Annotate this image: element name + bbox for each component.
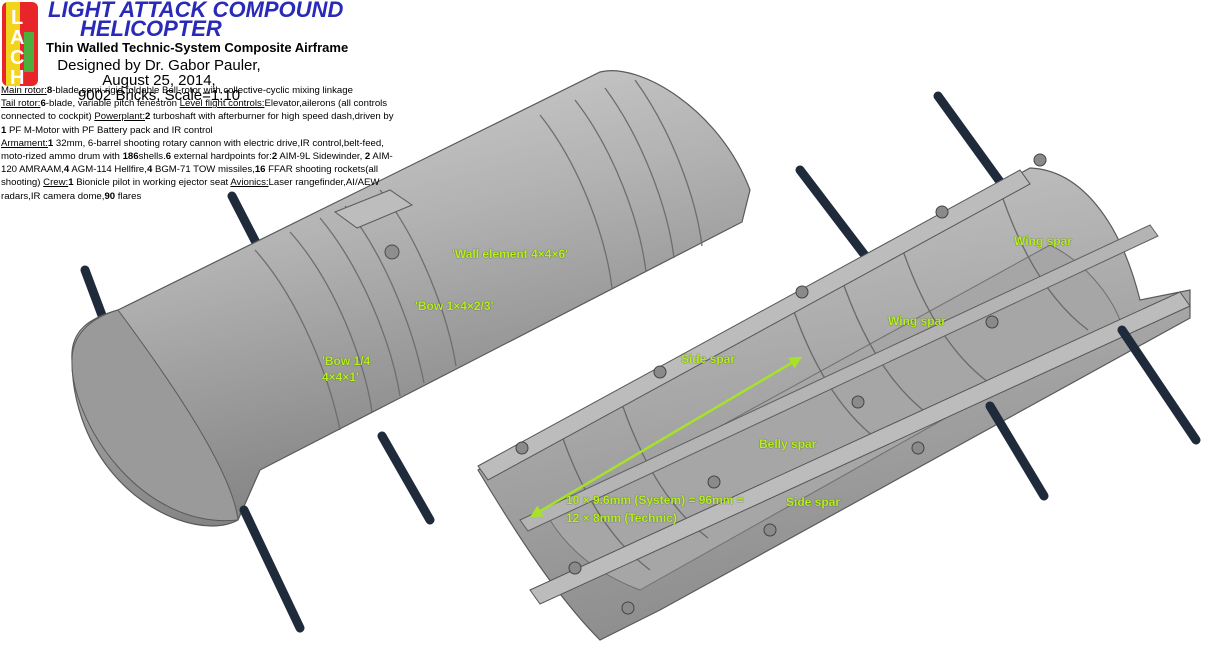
armament-text-h: FFAR shooting rockets(all shooting) bbox=[1, 164, 378, 189]
tail-rotor-count: 6 bbox=[40, 98, 46, 110]
armament-ffar: 16 bbox=[254, 164, 266, 176]
armament-text-g: BGM-71 TOW missiles, bbox=[152, 164, 255, 176]
armament-aim120: 2 bbox=[364, 151, 371, 163]
powerplant-motor-count: 1 bbox=[1, 124, 7, 136]
open-trough-assembly bbox=[477, 91, 1201, 641]
technic-axle bbox=[239, 505, 305, 633]
label-wing-spar-mid: Wing spar bbox=[888, 314, 946, 328]
spec-paragraph: Main rotor:8-blade,semi-rigid,foldable B… bbox=[1, 84, 401, 203]
powerplant-text-b: PF M-Motor with PF Battery pack and IR c… bbox=[6, 124, 213, 136]
main-rotor-text: -blade,semi-rigid,foldable Bell-rotor wi… bbox=[52, 85, 353, 96]
main-rotor-label: Main rotor: bbox=[1, 85, 47, 96]
powerplant-count: 2 bbox=[145, 111, 151, 123]
label-wing-spar-top: Wing spar bbox=[1014, 234, 1072, 248]
title-line-1: LIGHT ATTACK COMPOUND bbox=[48, 0, 344, 22]
technic-axle bbox=[933, 91, 1011, 195]
label-belly-spar: Belly spar bbox=[759, 437, 817, 451]
closed-tube-assembly bbox=[71, 70, 751, 633]
technic-axle bbox=[985, 401, 1049, 501]
bow-collar bbox=[333, 189, 414, 229]
powerplant-text-a: turboshaft with afterburner for high spe… bbox=[150, 111, 394, 123]
tail-rotor-label: Tail rotor: bbox=[1, 98, 41, 110]
armament-aim9: 2 bbox=[271, 151, 278, 163]
svg-text:A: A bbox=[10, 27, 24, 49]
pin-hole bbox=[384, 244, 400, 260]
main-rotor-count: 8 bbox=[46, 85, 53, 96]
armament-count: 1 bbox=[47, 137, 54, 149]
armament-text-a: 32mm, 6-barrel shooting rotary cannon wi… bbox=[1, 137, 384, 163]
title-line-2: HELICOPTER bbox=[80, 16, 222, 41]
technic-axle bbox=[1117, 325, 1201, 445]
label-bow-quarter-line1: 'Bow 1/4 bbox=[322, 354, 371, 368]
armament-label: Armament: bbox=[1, 137, 48, 149]
avionics-text: Laser rangefinder,AI/AEW radars,IR camer… bbox=[1, 177, 380, 202]
crew-count: 1 bbox=[68, 177, 74, 189]
powerplant-label: Powerplant: bbox=[94, 111, 145, 123]
armament-text-d: AIM-9L Sidewinder, bbox=[277, 151, 365, 163]
level-flight-label: Level flight controls: bbox=[179, 98, 265, 110]
subtitle: Thin Walled Technic-System Composite Air… bbox=[46, 40, 349, 55]
dimension-arrow bbox=[529, 356, 803, 518]
avionics-label: Avionics: bbox=[230, 177, 269, 189]
label-dimension-line1: 10 × 9.6mm (System) = 96mm = bbox=[566, 493, 744, 507]
label-side-spar-bottom: Side spar bbox=[786, 495, 841, 509]
side-spar-bottom bbox=[529, 291, 1191, 605]
armament-text-c: external hardpoints for: bbox=[171, 151, 272, 163]
designer-line-1: Designed by Dr. Gabor Pauler, August 25,… bbox=[57, 57, 261, 89]
armament-bgm71: 4 bbox=[146, 164, 153, 176]
bow-end-cap bbox=[71, 309, 239, 522]
armament-text-e: AIM-120 AMRAAM, bbox=[1, 151, 393, 176]
level-flight-text: Elevator,ailerons (all controls connecte… bbox=[1, 98, 388, 123]
designer-line-2: 9002 Bricks, Scale=1:10 bbox=[77, 87, 241, 104]
svg-text:H: H bbox=[10, 67, 24, 86]
label-side-spar-top: Side spar bbox=[681, 352, 736, 366]
label-dimension-line2: 12 × 8mm (Technic) bbox=[566, 511, 677, 525]
label-wall-element: 'Wall element 4×4×6' bbox=[452, 247, 568, 261]
tail-rotor-text: -blade, variable pitch fenestron bbox=[45, 98, 180, 110]
armament-text-f: AGM-114 Hellfire, bbox=[69, 164, 147, 176]
armament-shells: 186 bbox=[122, 151, 139, 163]
designer-credit: Designed by Dr. Gabor Pauler, August 25,… bbox=[48, 58, 270, 103]
svg-text:C: C bbox=[10, 47, 24, 69]
armament-hardpoints: 6 bbox=[165, 151, 172, 163]
avionics-text-b: flares bbox=[115, 190, 142, 202]
armament-text-b: shells. bbox=[138, 151, 166, 163]
svg-text:L: L bbox=[11, 7, 23, 29]
avionics-flares: 90 bbox=[104, 190, 116, 202]
label-bow-quarter-line2: 4×4×1' bbox=[322, 370, 359, 384]
lach-logo: L A C H bbox=[2, 2, 38, 86]
label-bow-1x4: 'Bow 1×4×2/3' bbox=[415, 299, 494, 313]
crew-text: Bionicle pilot in working ejector seat bbox=[73, 177, 231, 189]
crew-label: Crew: bbox=[43, 177, 69, 189]
technic-axle bbox=[795, 165, 875, 267]
armament-agm114: 4 bbox=[63, 164, 70, 176]
technic-axle bbox=[377, 431, 435, 525]
